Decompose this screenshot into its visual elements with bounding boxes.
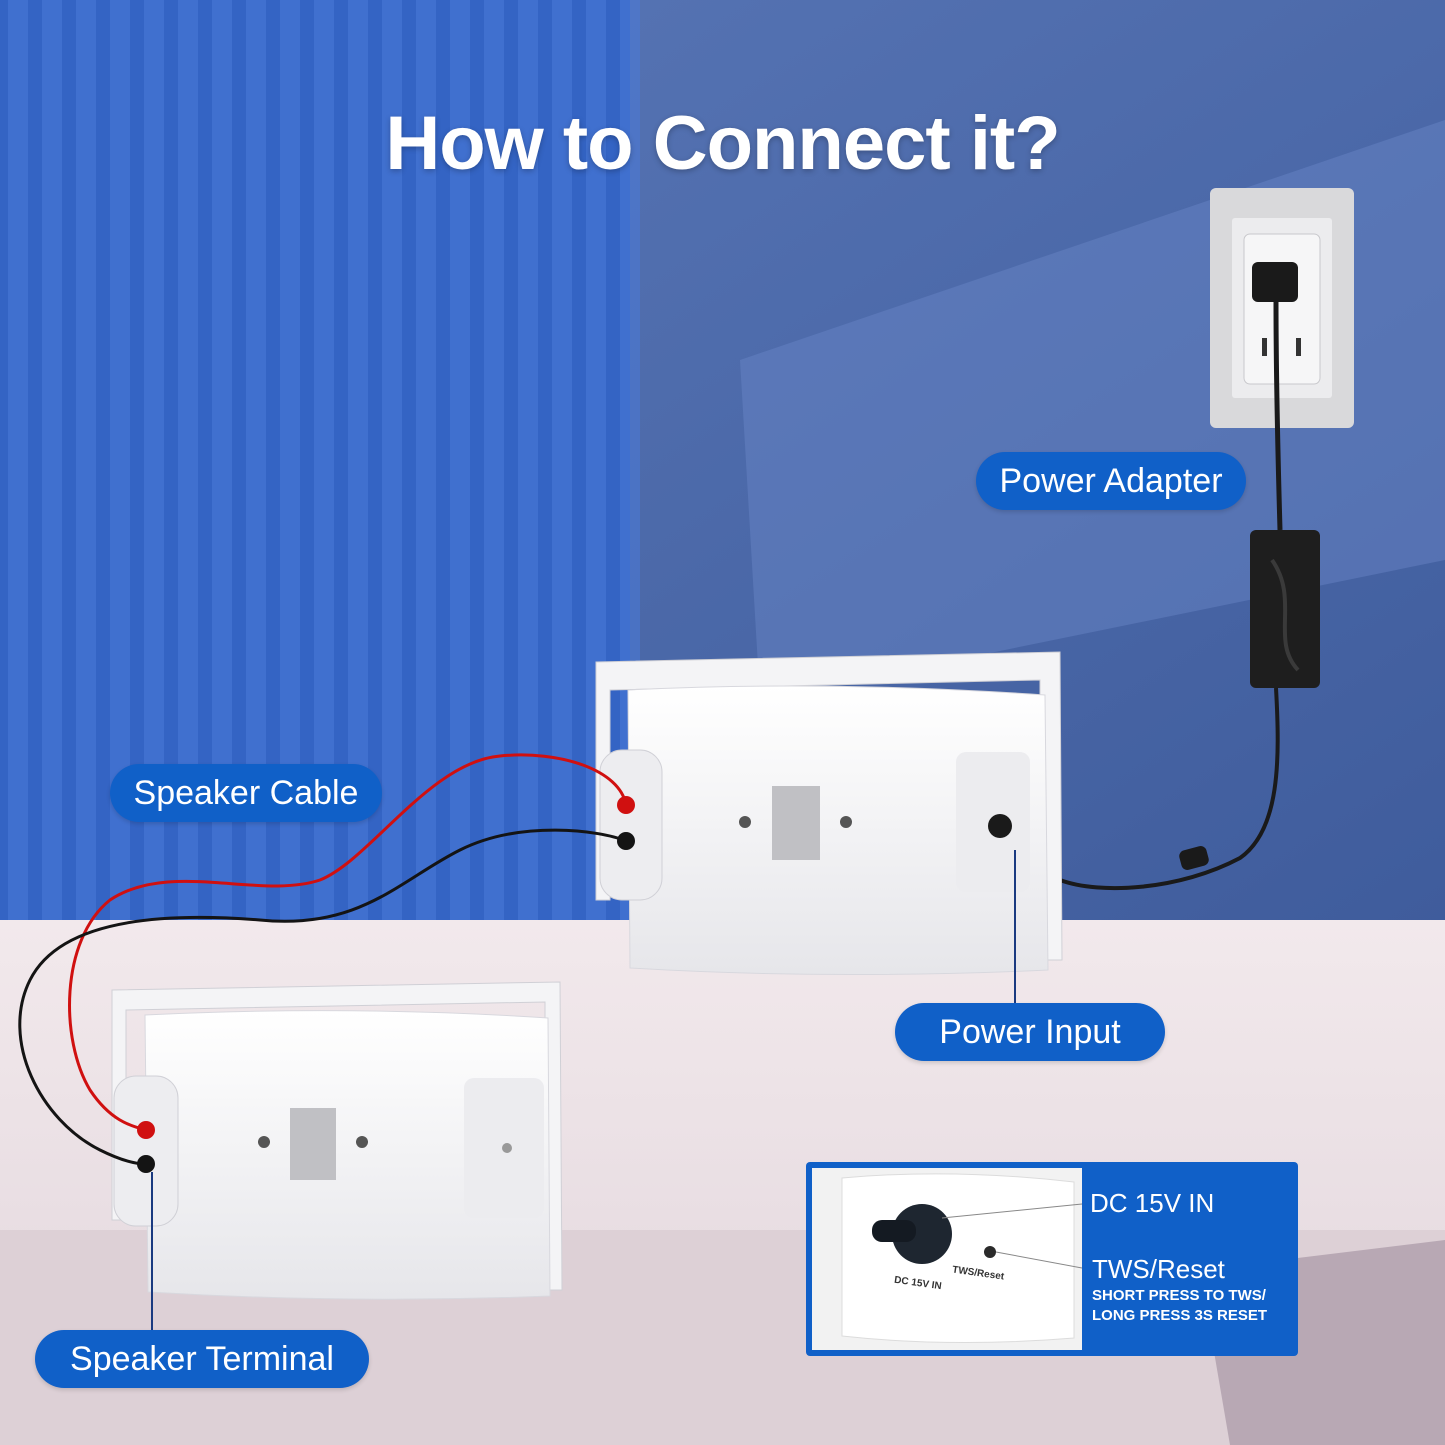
panel-rib (246, 0, 266, 930)
panel-rib (450, 0, 470, 930)
panel-rib (8, 0, 28, 930)
panel-rib (348, 0, 368, 930)
tws-reset-label: TWS/Reset (1092, 1254, 1225, 1284)
panel-rib (518, 0, 538, 930)
tws-desc-line-2: LONG PRESS 3S RESET (1092, 1307, 1268, 1324)
panel-rib (212, 0, 232, 930)
power-input-label: Power Input (895, 1003, 1165, 1061)
speaker-back (595, 651, 1063, 976)
panel-rib (552, 0, 572, 930)
panel-rib (280, 0, 300, 930)
panel-rib (76, 0, 96, 930)
wall-outlet (1210, 188, 1354, 428)
power-adapter-label: Power Adapter (976, 452, 1246, 510)
speaker-cable-black (18, 828, 627, 1166)
panel-rib (314, 0, 334, 930)
tws-reset-description: SHORT PRESS TO TWS/ LONG PRESS 3S RESET (1092, 1286, 1292, 1326)
panel-rib (42, 0, 62, 930)
panel-rib (178, 0, 198, 930)
speaker-cable-label: Speaker Cable (110, 764, 382, 822)
panel-rib (144, 0, 164, 930)
panel-rib (110, 0, 130, 930)
port-closeup-photo: DC 15V IN TWS/Reset (812, 1168, 1083, 1350)
adapter-cable (1273, 299, 1283, 531)
dc-input-label: DC 15V IN (1090, 1188, 1215, 1218)
speaker-terminal-label: Speaker Terminal (35, 1330, 369, 1388)
panel-rib (382, 0, 402, 930)
panel-rib (484, 0, 504, 930)
speaker-cable-red (68, 753, 628, 1132)
port-closeup-drawing (841, 1173, 1083, 1344)
page-title: How to Connect it? (385, 101, 1060, 186)
panel-rib (416, 0, 436, 930)
speaker-front (111, 981, 563, 1300)
tws-desc-line-1: SHORT PRESS TO TWS/ (1092, 1287, 1266, 1304)
port-detail-inset: DC 15V IN TWS/Reset DC 15V IN TWS/Reset … (806, 1162, 1298, 1356)
